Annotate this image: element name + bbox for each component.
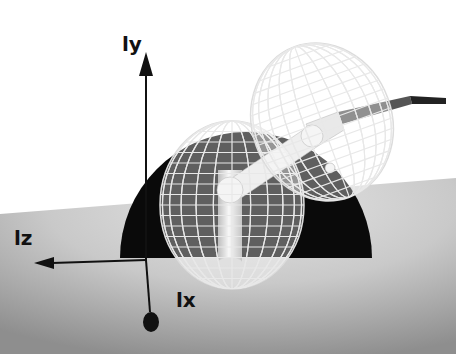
wireframe-ellipsoid: [229, 23, 415, 221]
axis-label: lx: [176, 290, 196, 310]
axis-label: lz: [14, 228, 33, 248]
axis-label: ly: [122, 34, 142, 54]
axes: [34, 52, 159, 332]
